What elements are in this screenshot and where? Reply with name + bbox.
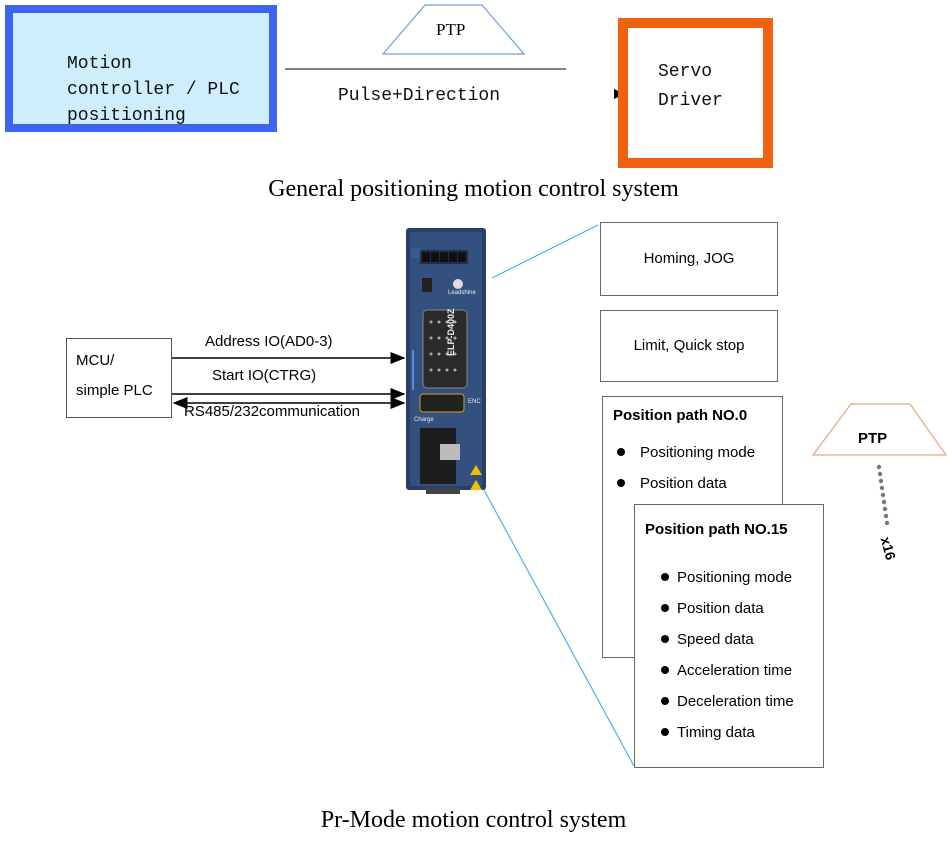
pulse-direction-label: Pulse+Direction [338,86,501,106]
position-path-0-list: Positioning mode Position data [603,437,755,499]
list-item: Position data [603,468,755,499]
motion-controller-label: Motion controller / PLC positioning mode [67,54,240,126]
enc-connector [419,393,465,413]
list-item: Position data [635,593,794,624]
ptp-trapezoid-right [811,403,947,456]
ptp-label-top: PTP [436,20,466,39]
mcu-plc-box: MCU/ simple PLC [66,338,172,418]
prmode-system-caption: Pr-Mode motion control system [320,807,627,833]
mcu-plc-label: MCU/ simple PLC [76,352,153,399]
homing-jog-box: Homing, JOG [600,222,778,296]
top-diagram-connectors [285,4,638,99]
address-io-label: Address IO(AD0-3) [205,333,333,350]
bullet-icon [661,728,669,736]
bullet-icon [661,604,669,612]
list-item: Deceleration time [635,686,794,717]
usb-port [422,278,432,292]
general-system-caption: General positioning motion control syste… [268,176,679,202]
bullet-icon [617,479,625,487]
list-item: Speed data [635,624,794,655]
position-path-15-list: Positioning mode Position data Speed dat… [635,562,794,748]
servo-driver-box: Servo Driver [618,18,773,168]
motion-controller-box: Motion controller / PLC positioning mode [5,5,277,132]
servo-drive-image [406,228,486,494]
position-path-15-title: Position path NO.15 [645,521,788,538]
bullet-icon [661,697,669,705]
bottom-diagram-graphics [172,224,947,767]
limit-quick-stop-label: Limit, Quick stop [633,337,745,354]
db-connector [422,309,468,389]
ptp-label-right: PTP [858,430,888,447]
bullet-icon [617,448,625,456]
bullet-icon [661,635,669,643]
homing-jog-label: Homing, JOG [643,250,735,267]
callout-line-bottom [483,489,635,767]
drive-charge-label: Charge [414,417,434,423]
servo-driver-label: Servo Driver [658,62,723,111]
bullet-icon [661,666,669,674]
list-item: Acceleration time [635,655,794,686]
drive-brand-label: Leadshine [448,290,476,296]
drive-model-label: ELP-D400Z [446,308,456,356]
start-io-label: Start IO(CTRG) [212,367,317,384]
ptp-trapezoid-top [381,4,526,55]
callout-line-top [491,224,599,279]
list-item: Timing data [635,717,794,748]
limit-quick-stop-box: Limit, Quick stop [600,310,778,382]
repeat-dots [876,464,890,526]
list-item: Positioning mode [635,562,794,593]
position-path-0-title: Position path NO.0 [613,407,748,424]
position-path-15-box: Position path NO.15 Positioning mode Pos… [634,504,824,768]
bullet-icon [661,573,669,581]
drive-enc-label: ENC [468,399,481,405]
list-item: Positioning mode [603,437,755,468]
